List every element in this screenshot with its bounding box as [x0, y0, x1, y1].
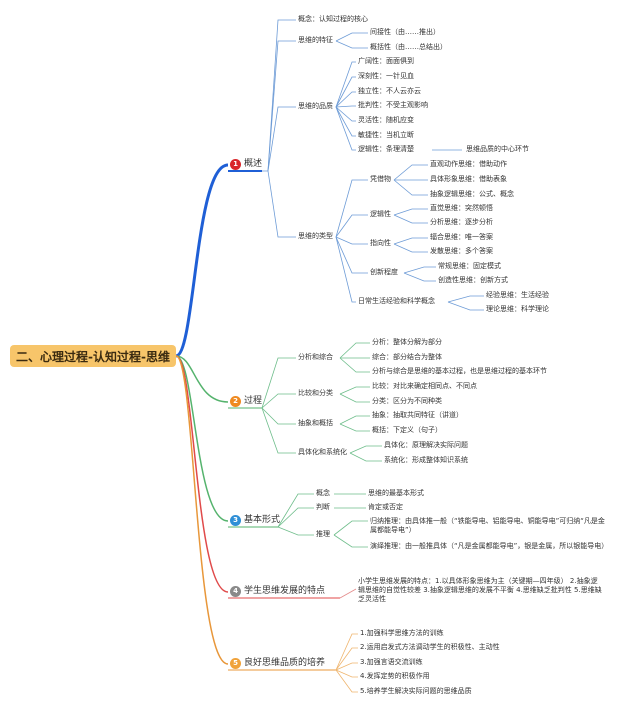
node-process-group[interactable]: 具体化和系统化	[298, 448, 347, 456]
branch-label: 基本形式	[244, 515, 281, 525]
branch-cultivation[interactable]: 5 良好思维品质的培养	[230, 657, 325, 669]
node-process-item[interactable]: 综合：部分结合为整体	[372, 353, 442, 361]
node-form-concept[interactable]: 概念	[316, 489, 330, 497]
branch-student-features[interactable]: 4 学生思维发展的特点	[230, 585, 325, 597]
node-type-item[interactable]: 辐合思维：唯一答案	[430, 233, 493, 241]
node-type-item[interactable]: 具体形象思维：借助表象	[430, 175, 507, 183]
node-type-item[interactable]: 发散思维：多个答案	[430, 247, 493, 255]
node-process-item[interactable]: 分析与综合是思维的基本过程，也是思维过程的基本环节	[372, 367, 547, 375]
node-thinking-qualities[interactable]: 思维的品质	[298, 102, 333, 110]
node-type-item[interactable]: 理论思维：科学理论	[486, 305, 549, 313]
branch-overview[interactable]: 1 概述	[230, 158, 262, 170]
node-form-item[interactable]: 思维的最基本形式	[368, 489, 424, 497]
node-cultivation-item[interactable]: 3.加强言语交流训练	[360, 658, 423, 666]
node-quality-item[interactable]: 灵活性：随机应变	[358, 116, 414, 124]
node-cultivation-item[interactable]: 4.发挥定势的积极作用	[360, 672, 430, 680]
node-process-group[interactable]: 分析和综合	[298, 353, 333, 361]
node-form-reasoning[interactable]: 推理	[316, 530, 330, 538]
node-student-features-text[interactable]: 小学生思维发展的特点：1.以具体形象思维为主（关键期—四年级） 2.抽象逻辑思维…	[358, 577, 602, 603]
node-process-item[interactable]: 概括：下定义（句子）	[372, 426, 442, 434]
node-process-item[interactable]: 分类：区分为不同种类	[372, 397, 442, 405]
node-type-item[interactable]: 直觉思维：突然顿悟	[430, 204, 493, 212]
branch-number-badge: 3	[230, 514, 241, 526]
node-quality-item[interactable]: 深刻性：一针见血	[358, 72, 414, 80]
node-process-item[interactable]: 具体化：原理解决实际问题	[384, 441, 468, 449]
node-cultivation-item[interactable]: 1.加强科学思维方法的训练	[360, 629, 444, 637]
node-quality-item[interactable]: 逻辑性：条理清楚	[358, 145, 414, 153]
node-form-judgment[interactable]: 判断	[316, 503, 330, 511]
node-inductive-reasoning[interactable]: 归纳推理：由具体推一般（“铁能导电、铝能导电、铜能导电”可归纳“凡是金属都能导电…	[370, 517, 605, 534]
node-feature-item[interactable]: 概括性（由……总结出）	[370, 43, 447, 51]
branch-number-badge: 2	[230, 395, 241, 407]
node-quality-item[interactable]: 敏捷性：当机立断	[358, 131, 414, 139]
node-process-item[interactable]: 抽象：抽取共同特征（讲道）	[372, 411, 463, 419]
node-cultivation-item[interactable]: 2.运用启发式方法调动学生的积极性、主动性	[360, 643, 500, 651]
node-quality-note[interactable]: 思维品质的中心环节	[466, 145, 529, 153]
branch-label: 学生思维发展的特点	[244, 586, 326, 596]
node-type-item[interactable]: 直观动作思维：借助动作	[430, 160, 507, 168]
node-type-group[interactable]: 指向性	[370, 239, 391, 247]
branch-number-badge: 4	[230, 585, 241, 597]
branch-label: 过程	[244, 396, 263, 406]
branch-basic-forms[interactable]: 3 基本形式	[230, 514, 280, 526]
node-process-item[interactable]: 分析：整体分解为部分	[372, 338, 442, 346]
node-type-item[interactable]: 经验思维：生活经验	[486, 291, 549, 299]
branch-number-badge: 5	[230, 657, 241, 669]
node-concept-core[interactable]: 概念：认知过程的核心	[298, 15, 368, 23]
node-quality-item[interactable]: 广阔性：面面俱到	[358, 57, 414, 65]
branch-label: 概述	[244, 159, 263, 169]
node-process-group[interactable]: 比较和分类	[298, 389, 333, 397]
node-type-group[interactable]: 逻辑性	[370, 210, 391, 218]
branch-process[interactable]: 2 过程	[230, 395, 262, 407]
node-type-item[interactable]: 常规思维：固定模式	[438, 262, 501, 270]
node-process-group[interactable]: 抽象和概括	[298, 419, 333, 427]
node-type-item[interactable]: 抽象逻辑思维：公式、概念	[430, 190, 514, 198]
node-cultivation-item[interactable]: 5.培养学生解决实际问题的思维品质	[360, 687, 472, 695]
node-thinking-features[interactable]: 思维的特征	[298, 36, 333, 44]
branch-number-badge: 1	[230, 158, 241, 170]
node-form-item[interactable]: 肯定或否定	[368, 503, 403, 511]
node-type-group[interactable]: 创新程度	[370, 268, 398, 276]
node-type-item[interactable]: 分析思维：逐步分析	[430, 218, 493, 226]
node-type-group[interactable]: 日常生活经验和科学概念	[358, 297, 435, 305]
branch-label: 良好思维品质的培养	[244, 658, 326, 668]
node-process-item[interactable]: 系统化：形成整体知识系统	[384, 456, 468, 464]
node-quality-item[interactable]: 批判性：不受主观影响	[358, 101, 428, 109]
node-type-group[interactable]: 凭借物	[370, 175, 391, 183]
node-process-item[interactable]: 比较：对比来确定相同点、不同点	[372, 382, 477, 390]
node-deductive-reasoning[interactable]: 演绎推理：由一般推具体（“凡是金属都能导电”，银是金属，所以银能导电）	[370, 542, 609, 550]
node-thinking-types[interactable]: 思维的类型	[298, 232, 333, 240]
node-feature-item[interactable]: 间接性（由……推出）	[370, 28, 440, 36]
node-quality-item[interactable]: 独立性：不人云亦云	[358, 87, 421, 95]
root-node[interactable]: 二、心理过程-认知过程-思维	[10, 345, 176, 367]
node-type-item[interactable]: 创造性思维：创新方式	[438, 276, 508, 284]
